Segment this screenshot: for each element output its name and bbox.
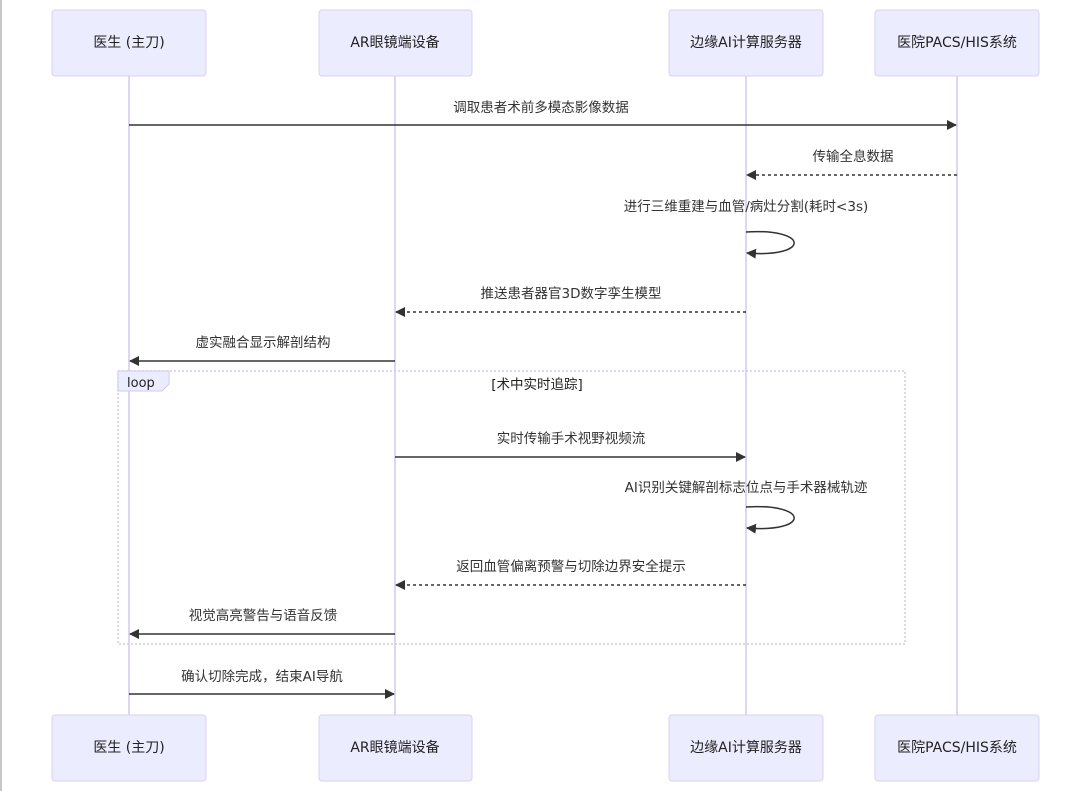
self-message-arrow	[745, 230, 795, 259]
actor-top-edge[interactable]: 边缘AI计算服务器	[668, 9, 824, 77]
actor-bottom-edge[interactable]: 边缘AI计算服务器	[668, 714, 824, 782]
message-label: 传输全息数据	[813, 148, 894, 165]
actor-label: 医院PACS/HIS系统	[897, 35, 1017, 51]
actor-bottom-ar[interactable]: AR眼镜端设备	[318, 714, 473, 782]
message-label: 调取患者术前多模态影像数据	[453, 99, 629, 116]
actor-top-pacs[interactable]: 医院PACS/HIS系统	[874, 9, 1040, 77]
message-label: 虚实融合显示解剖结构	[196, 335, 331, 351]
actor-label: AR眼镜端设备	[350, 34, 439, 51]
loop-condition: [术中实时追踪]	[491, 377, 583, 393]
message-label: 返回血管偏离预警与切除边界安全提示	[456, 558, 686, 575]
actor-bottom-doctor[interactable]: 医生 (主刀)	[51, 714, 207, 782]
message-label: AI识别关键解剖标志位点与手术器械轨迹	[625, 480, 868, 496]
actor-label: 边缘AI计算服务器	[690, 35, 802, 51]
message-label: 确认切除完成，结束AI导航	[181, 669, 343, 685]
actor-bottom-pacs[interactable]: 医院PACS/HIS系统	[874, 714, 1040, 782]
message-label: 进行三维重建与血管/病灶分割(耗时<3s)	[624, 198, 869, 215]
self-message-arrow	[745, 505, 795, 534]
message-label: 视觉高亮警告与语音反馈	[189, 607, 338, 624]
actor-label: 医生 (主刀)	[93, 740, 164, 756]
loop-keyword: loop	[127, 376, 155, 391]
message-label: 实时传输手术视野视频流	[497, 431, 646, 447]
actor-label: 边缘AI计算服务器	[690, 740, 802, 756]
loop-block: loop [术中实时追踪]	[117, 370, 906, 645]
message-label: 推送患者器官3D数字孪生模型	[481, 285, 662, 302]
actor-label: 医生 (主刀)	[93, 35, 164, 51]
actor-top-doctor[interactable]: 医生 (主刀)	[51, 9, 207, 77]
loop-tab	[117, 370, 170, 392]
actor-label: AR眼镜端设备	[350, 739, 439, 756]
window-left-edge	[0, 0, 2, 791]
actor-top-ar[interactable]: AR眼镜端设备	[318, 9, 473, 77]
actor-label: 医院PACS/HIS系统	[897, 740, 1017, 756]
